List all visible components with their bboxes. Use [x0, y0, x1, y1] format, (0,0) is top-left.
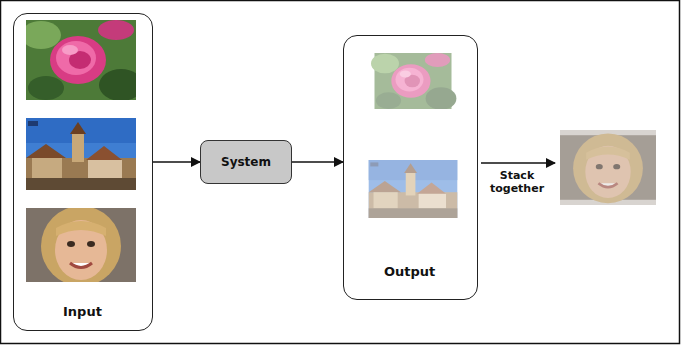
stacked-photo [560, 133, 656, 203]
input-group: Input [13, 13, 153, 331]
output-group: Output [343, 35, 478, 300]
rose-photo [21, 20, 143, 101]
node-label: System [221, 155, 271, 169]
stacked-ground [560, 130, 656, 205]
stack-arrow [481, 162, 555, 164]
arrow-label: Stack together [487, 170, 547, 195]
node-label: Output [384, 264, 435, 279]
faded-output-photos [369, 53, 458, 218]
town-photo [26, 118, 136, 190]
flow-arrow [153, 161, 200, 163]
flow-arrow [292, 161, 343, 163]
node-label: Input [63, 304, 102, 319]
face-photo [26, 206, 136, 286]
process-box: System [200, 140, 292, 184]
